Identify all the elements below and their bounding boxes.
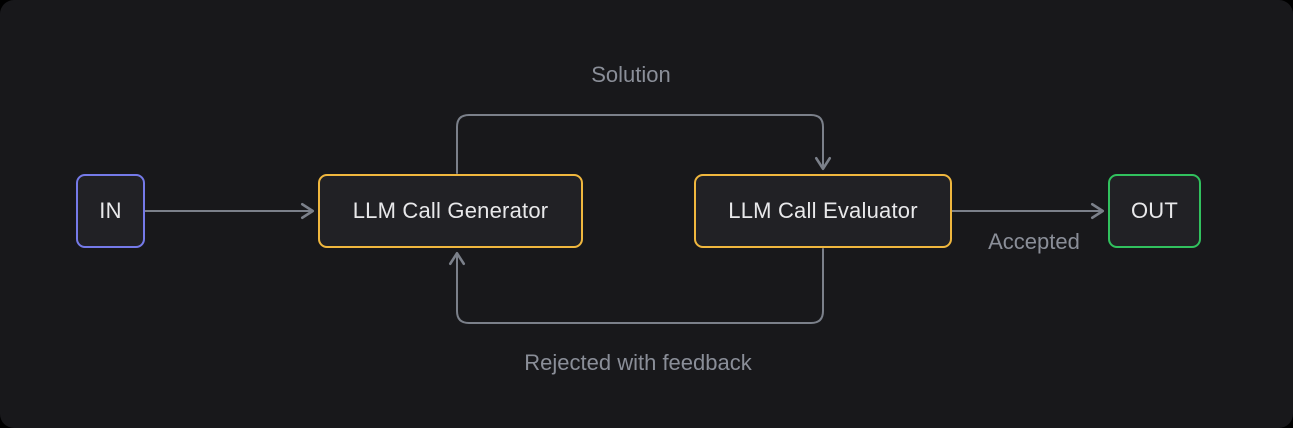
node-out: OUT	[1108, 174, 1201, 248]
node-llm-call-evaluator-label: LLM Call Evaluator	[728, 198, 918, 223]
node-llm-call-evaluator: LLM Call Evaluator	[694, 174, 952, 248]
edge-label-accepted: Accepted	[988, 229, 1080, 254]
node-in: IN	[76, 174, 145, 248]
edge-solution-generator-to-evaluator	[456, 114, 832, 174]
node-llm-call-generator: LLM Call Generator	[318, 174, 583, 248]
node-out-label: OUT	[1130, 198, 1179, 223]
node-llm-call-generator-label: LLM Call Generator	[352, 198, 549, 223]
node-in-label: IN	[99, 198, 122, 223]
edge-label-solution: Solution	[591, 62, 671, 87]
edge-rejected-evaluator-to-generator	[448, 248, 824, 324]
edge-label-rejected-with-feedback: Rejected with feedback	[524, 350, 752, 375]
